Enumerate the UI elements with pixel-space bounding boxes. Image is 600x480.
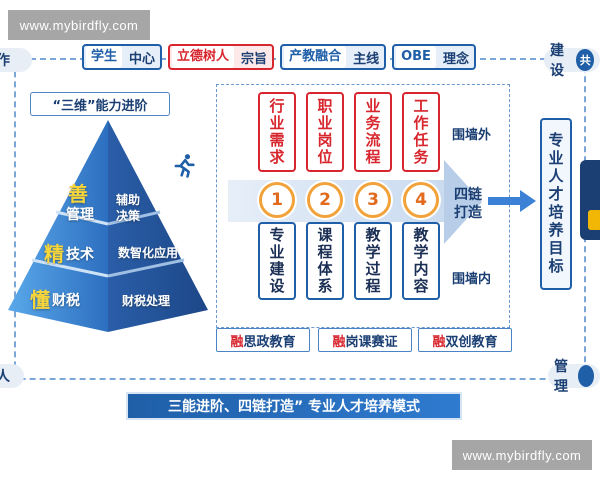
build-box-curriculum: 课程体系 bbox=[306, 222, 344, 300]
fuse-text: 岗课赛证 bbox=[345, 334, 398, 350]
ability-pyramid: 善 管理 辅助决策 精 技术 数智化应用 懂 财税 财税处理 bbox=[8, 120, 208, 335]
corner-tag-top-right-label: 建设 bbox=[550, 43, 564, 79]
fuse-prefix: 融 bbox=[332, 334, 346, 350]
fuse-innovation: 融 双创教育 bbox=[418, 328, 512, 352]
principle-label: 产教融合 bbox=[284, 46, 347, 68]
fuse-ideology: 融 思政教育 bbox=[216, 328, 310, 352]
pyramid-mid-right: 数智化应用 bbox=[118, 246, 179, 260]
fuse-text: 思政教育 bbox=[243, 334, 296, 350]
pyramid-bot-big: 懂 bbox=[30, 288, 50, 312]
corner-tag-top-left: 作 bbox=[0, 48, 32, 72]
need-box-position: 职业岗位 bbox=[306, 92, 344, 172]
build-box-teaching-process: 教学过程 bbox=[354, 222, 392, 300]
four-chain-label: 四链打造 bbox=[454, 187, 482, 221]
edge-card bbox=[580, 160, 600, 240]
pyramid-bot-small: 财税 bbox=[52, 293, 80, 309]
fuse-text: 双创教育 bbox=[445, 334, 498, 350]
step-number-1: 1 bbox=[259, 182, 295, 218]
corner-tag-top-right: 建设 共 bbox=[544, 43, 600, 79]
corner-tag-bottom-right: 管理 bbox=[548, 359, 600, 395]
principle-student-center: 学生 中心 bbox=[82, 44, 163, 70]
corner-tag-bottom-right-label: 管理 bbox=[554, 359, 568, 395]
pyramid-top-right: 辅助决策 bbox=[116, 193, 141, 223]
corner-tag-bottom-left: 人 bbox=[0, 364, 24, 388]
pyramid-top-big: 善 bbox=[68, 182, 88, 206]
three-dimension-label: “三维”能力进阶 bbox=[30, 92, 170, 116]
fuse-prefix: 融 bbox=[230, 334, 244, 350]
principle-industry-education: 产教融合 主线 bbox=[280, 44, 387, 70]
pyramid-mid-small: 技术 bbox=[66, 247, 94, 263]
wall-inside-label: 围墙内 bbox=[452, 272, 492, 287]
principle-morality: 立德树人 宗旨 bbox=[168, 44, 275, 70]
runner-icon bbox=[170, 152, 198, 187]
build-box-teaching-content: 教学内容 bbox=[402, 222, 440, 300]
watermark-top: www.mybirdfly.com bbox=[8, 10, 150, 40]
model-title: 三能进阶、四链打造” 专业人才培养模式 bbox=[126, 392, 462, 420]
pyramid-mid-big: 精 bbox=[44, 242, 64, 266]
pyramid-top-small: 管理 bbox=[66, 207, 94, 223]
fuse-post-course: 融 岗课赛证 bbox=[318, 328, 412, 352]
core-frame bbox=[216, 84, 510, 328]
pyramid-shape bbox=[8, 120, 208, 332]
principle-role: 宗旨 bbox=[241, 51, 268, 67]
principle-role: 理念 bbox=[442, 51, 469, 67]
corner-badge-bottom-right bbox=[578, 365, 594, 387]
build-box-major: 专业建设 bbox=[258, 222, 296, 300]
need-box-industry: 行业需求 bbox=[258, 92, 296, 172]
chain-arrow-tip bbox=[444, 160, 482, 244]
step-number-2: 2 bbox=[307, 182, 343, 218]
goal-arrow-icon bbox=[488, 190, 536, 212]
step-number-4: 4 bbox=[403, 182, 439, 218]
principle-role: 中心 bbox=[129, 51, 156, 67]
principles-row: 学生 中心 立德树人 宗旨 产教融合 主线 OBE 理念 bbox=[82, 44, 476, 72]
wall-outside-label: 围墙外 bbox=[452, 128, 492, 143]
watermark-bottom: www.mybirdfly.com bbox=[452, 440, 592, 470]
fuse-prefix: 融 bbox=[432, 334, 446, 350]
principle-role: 主线 bbox=[353, 51, 380, 67]
need-box-task: 工作任务 bbox=[402, 92, 440, 172]
corner-badge-top-right: 共 bbox=[576, 49, 594, 71]
principle-label: 学生 bbox=[86, 46, 123, 68]
principle-label: 立德树人 bbox=[172, 46, 235, 68]
pyramid-bot-right: 财税处理 bbox=[122, 294, 171, 308]
principle-label: OBE bbox=[396, 46, 436, 68]
talent-goal-box: 专业人才培养目标 bbox=[540, 118, 572, 290]
need-box-process: 业务流程 bbox=[354, 92, 392, 172]
step-number-3: 3 bbox=[355, 182, 391, 218]
principle-obe: OBE 理念 bbox=[392, 44, 476, 70]
edge-card-marker bbox=[588, 210, 600, 230]
